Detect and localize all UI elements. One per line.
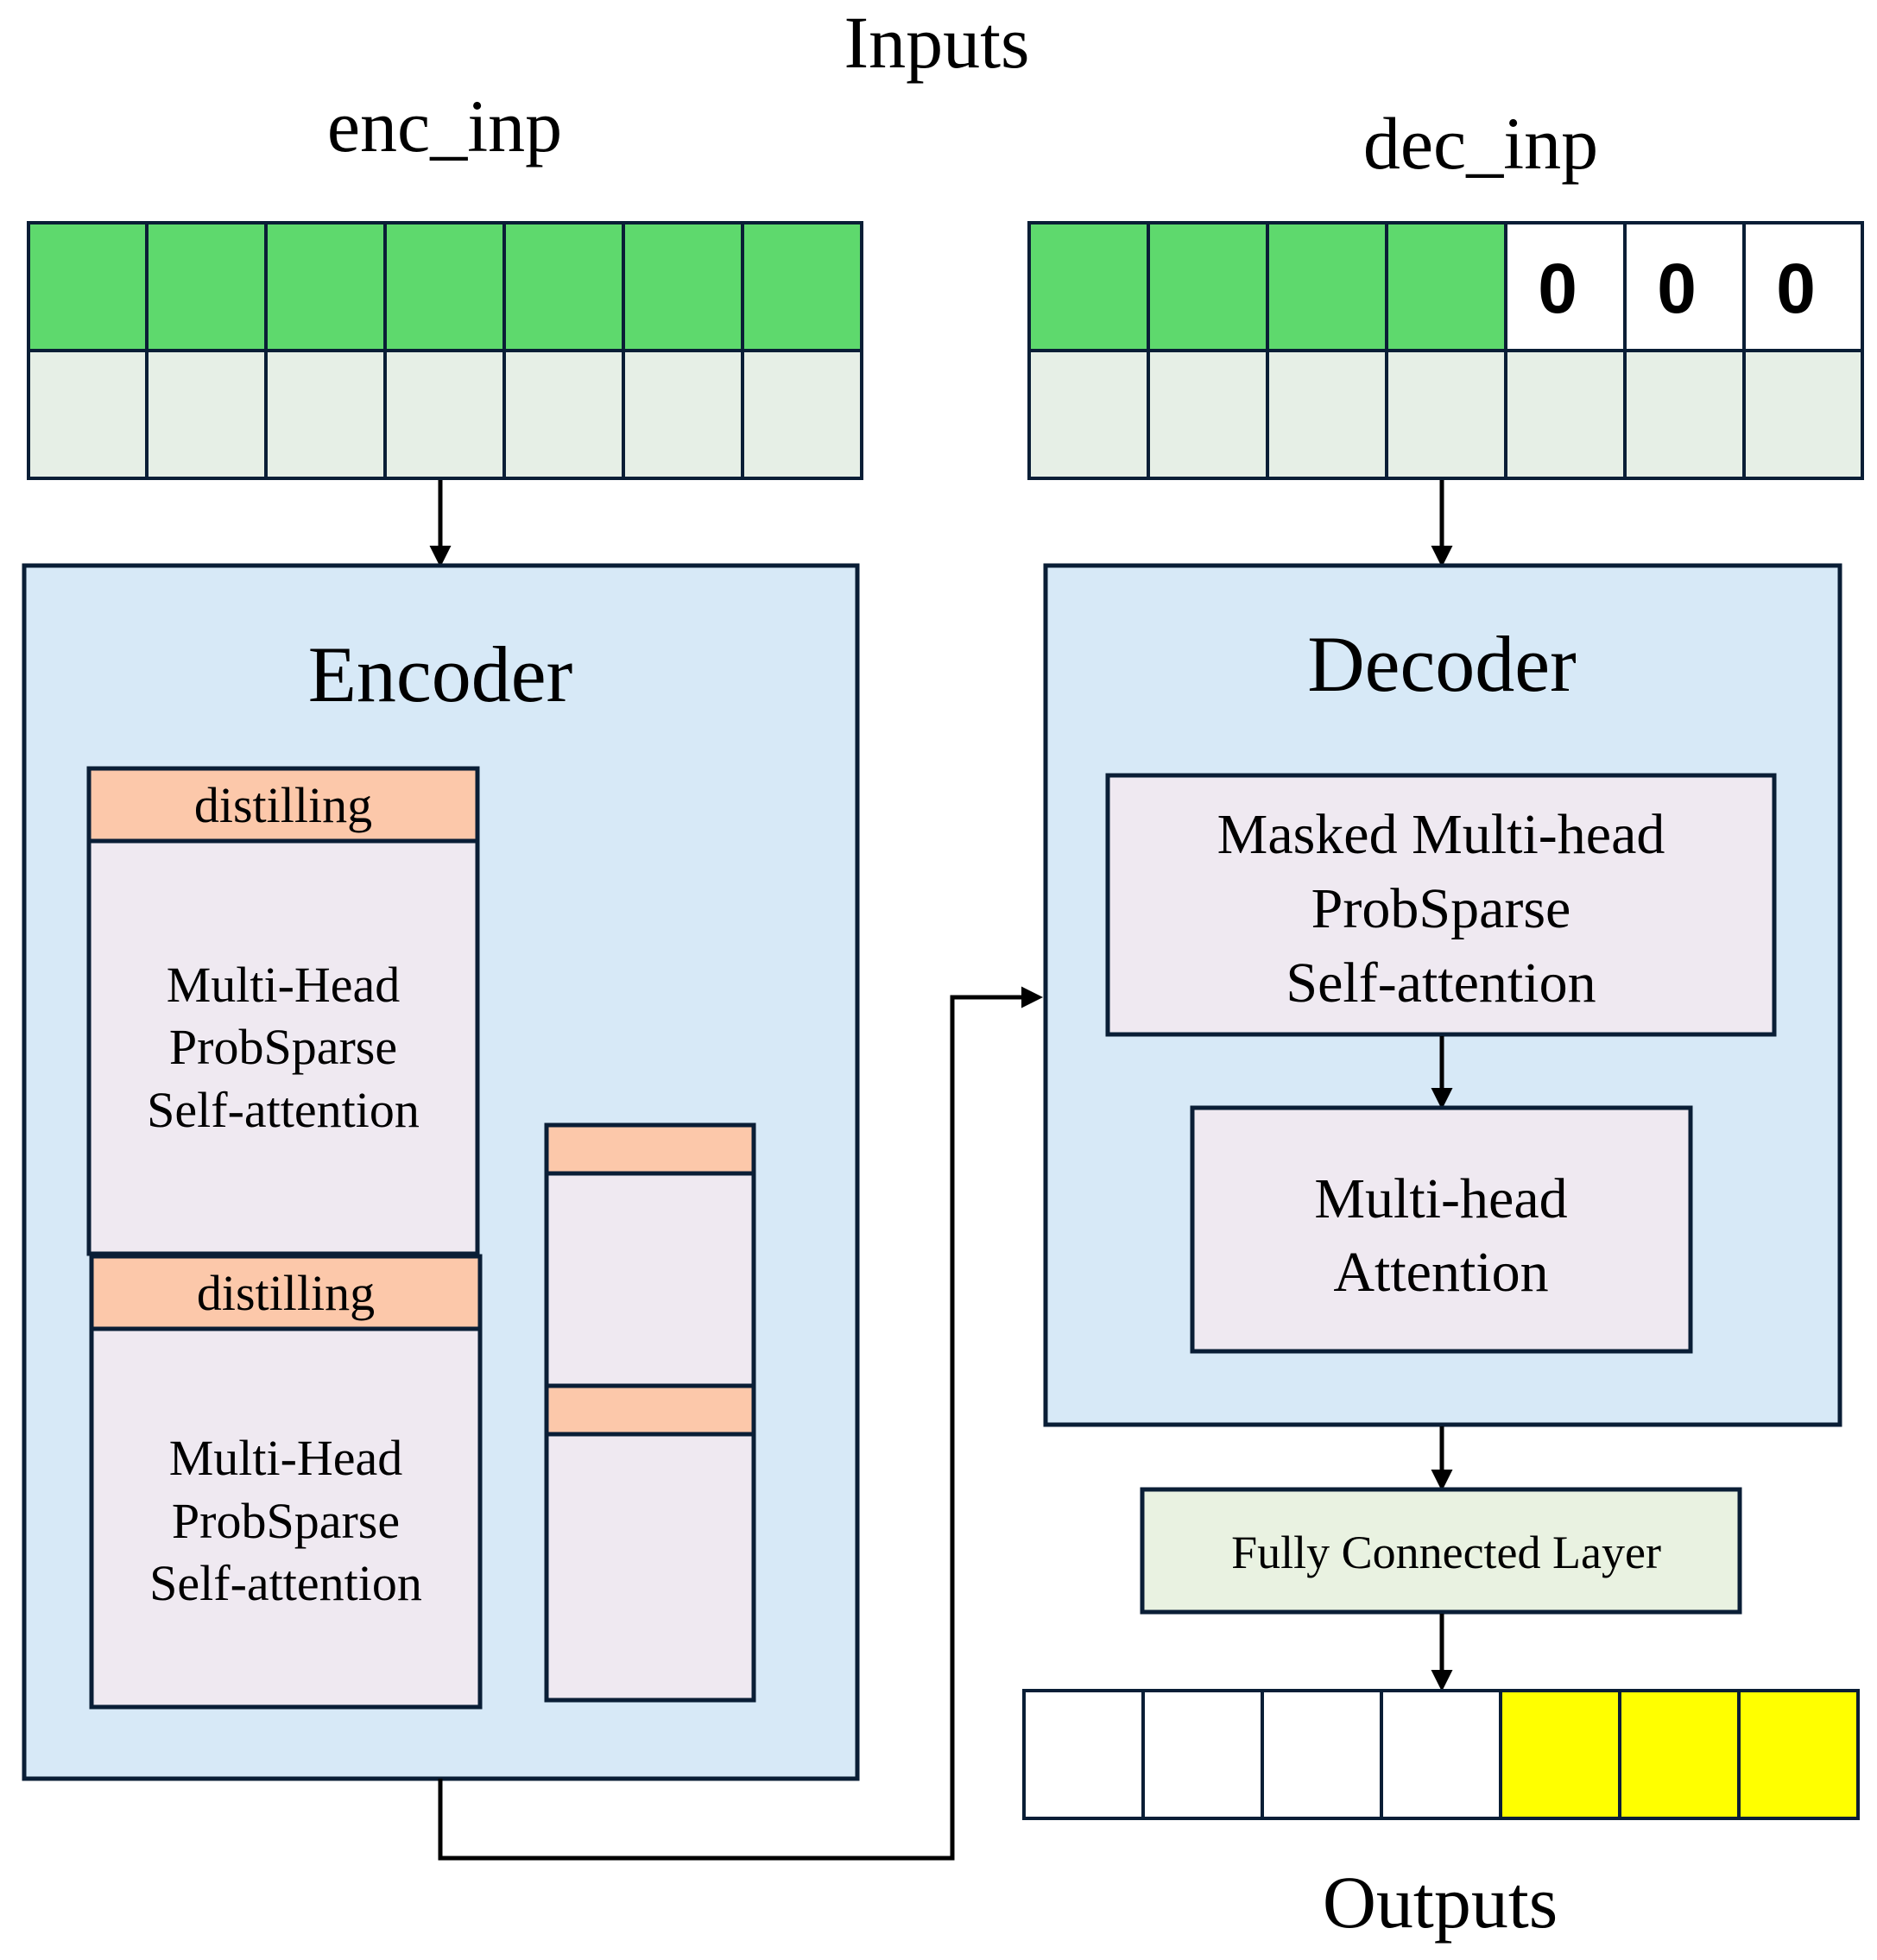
enc-inp-sequence xyxy=(27,221,863,480)
distilling-label-2: distilling xyxy=(197,1265,375,1321)
encoder-title: Encoder xyxy=(308,630,573,718)
enc-inp-cell-bottom xyxy=(741,349,863,480)
fully-connected-layer xyxy=(1140,1487,1742,1615)
zero-digit: 0 xyxy=(1538,250,1577,328)
distilling-label-1: distilling xyxy=(194,777,372,833)
output-sequence xyxy=(1022,1689,1860,1820)
dec-inp-cell-bottom xyxy=(1027,349,1150,480)
output-cell-predicted xyxy=(1737,1689,1860,1820)
replica-attention-layer-2 xyxy=(544,1432,756,1703)
decoder-title: Decoder xyxy=(1307,620,1577,708)
dec-inp-cell-bottom xyxy=(1623,349,1746,480)
encoder-attention-1-line-2: ProbSparse xyxy=(169,1019,397,1075)
enc-inp-cell-bottom xyxy=(622,349,744,480)
masked-attention-block xyxy=(1105,773,1777,1037)
enc-inp-cell-bottom xyxy=(383,349,506,480)
inputs-title: Inputs xyxy=(844,1,1030,84)
output-cell-predicted xyxy=(1499,1689,1621,1820)
outputs-title: Outputs xyxy=(1323,1861,1558,1944)
output-cell-predicted xyxy=(1618,1689,1741,1820)
dec-inp-cell-bottom xyxy=(1147,349,1269,480)
dec-inp-cell-top xyxy=(1266,221,1388,352)
dec-inp-label: dec_inp xyxy=(1363,102,1598,185)
dec-inp-cell-bottom xyxy=(1504,349,1627,480)
masked-attention-line-1: Masked Multi-head xyxy=(1217,803,1665,866)
fc-label: Fully Connected Layer xyxy=(1231,1527,1661,1578)
enc-inp-cell-top xyxy=(502,221,625,352)
enc-inp-cell-top xyxy=(27,221,149,352)
dec-inp-cell-bottom xyxy=(1266,349,1388,480)
enc-inp-cell-top xyxy=(145,221,268,352)
masked-attention-line-2: ProbSparse xyxy=(1311,877,1571,940)
output-cell xyxy=(1380,1689,1502,1820)
output-cell xyxy=(1022,1689,1145,1820)
enc-inp-cell-bottom xyxy=(264,349,387,480)
zero-digit: 0 xyxy=(1776,250,1816,328)
cross-attention-line-2: Attention xyxy=(1333,1241,1548,1304)
enc-inp-cell-bottom xyxy=(145,349,268,480)
dec-inp-cell-zero xyxy=(1623,221,1746,352)
encoder-attention-2-line-2: ProbSparse xyxy=(172,1493,400,1549)
dec-inp-sequence xyxy=(1027,221,1864,480)
dec-inp-cell-top xyxy=(1147,221,1269,352)
enc-inp-cell-top xyxy=(264,221,387,352)
encoder-attention-2-line-1: Multi-Head xyxy=(169,1430,403,1486)
arrow-encoder-to-decoder xyxy=(438,986,1043,1861)
cross-attention-block xyxy=(1190,1105,1693,1354)
cross-attention-line-1: Multi-head xyxy=(1314,1167,1567,1230)
enc-inp-cell-top xyxy=(741,221,863,352)
enc-inp-cell-bottom xyxy=(27,349,149,480)
encoder-attention-1-line-3: Self-attention xyxy=(147,1082,420,1138)
enc-inp-cell-bottom xyxy=(502,349,625,480)
enc-inp-cell-top xyxy=(622,221,744,352)
zero-digit: 0 xyxy=(1657,250,1697,328)
enc-inp-cell-top xyxy=(383,221,506,352)
dec-inp-cell-top xyxy=(1385,221,1507,352)
dec-inp-cell-top xyxy=(1027,221,1150,352)
replica-distilling-bar-2 xyxy=(544,1383,756,1437)
dec-inp-cell-bottom xyxy=(1385,349,1507,480)
output-cell xyxy=(1261,1689,1383,1820)
replica-attention-layer-1 xyxy=(544,1171,756,1388)
distilling-bar-2 xyxy=(89,1254,483,1331)
encoder-attention-layer-1 xyxy=(86,838,480,1256)
encoder-attention-layer-2 xyxy=(89,1326,483,1710)
encoder-attention-2-line-3: Self-attention xyxy=(149,1555,422,1611)
dec-inp-cell-bottom xyxy=(1742,349,1864,480)
output-cell xyxy=(1141,1689,1264,1820)
dec-inp-cell-zero xyxy=(1504,221,1627,352)
distilling-bar-1 xyxy=(86,766,480,844)
enc-inp-label: enc_inp xyxy=(327,85,562,168)
replica-distilling-bar-1 xyxy=(544,1122,756,1176)
encoder-attention-1-line-1: Multi-Head xyxy=(167,957,401,1013)
masked-attention-line-3: Self-attention xyxy=(1286,952,1596,1015)
